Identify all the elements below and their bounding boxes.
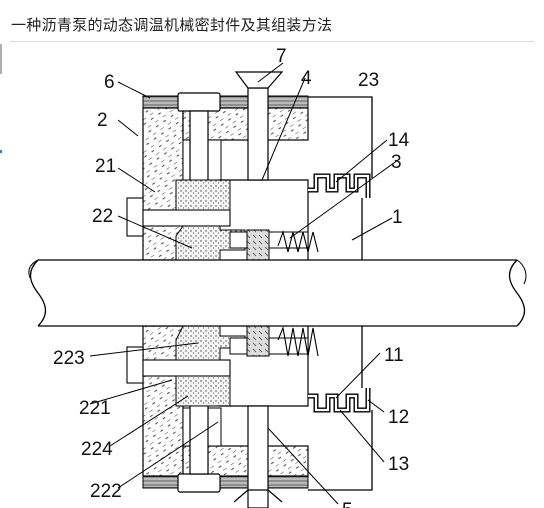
funnel-7 xyxy=(233,71,284,503)
label-2: 2 xyxy=(97,110,108,131)
label-5: 5 xyxy=(342,500,353,508)
label-7: 7 xyxy=(276,46,287,67)
bellows-11 xyxy=(308,173,371,413)
title-divider xyxy=(10,41,534,42)
label-221: 221 xyxy=(79,398,111,419)
bolt-bottom xyxy=(177,389,221,493)
label-222: 222 xyxy=(90,481,122,502)
label-224: 224 xyxy=(81,439,113,460)
label-223: 223 xyxy=(53,348,85,369)
housing-23 xyxy=(308,96,373,491)
label-3: 3 xyxy=(391,152,402,173)
diagram-labels: 7 4 23 6 2 14 21 3 22 1 11 223 221 12 22… xyxy=(53,46,410,508)
label-6: 6 xyxy=(104,72,115,93)
shaft-1 xyxy=(28,259,527,327)
seal-rings-3 xyxy=(246,229,270,357)
label-23: 23 xyxy=(358,70,379,91)
label-1: 1 xyxy=(392,207,403,228)
label-21: 21 xyxy=(95,156,116,177)
bolt-top xyxy=(177,92,221,194)
label-12: 12 xyxy=(388,407,409,428)
leader-lines xyxy=(89,62,399,505)
label-14: 14 xyxy=(388,130,410,151)
label-22: 22 xyxy=(92,206,113,227)
label-13: 13 xyxy=(388,454,409,475)
packing-22 xyxy=(175,179,246,407)
window-edge xyxy=(0,44,2,74)
page-title: 一种沥青泵的动态调温机械密封件及其组装方法 xyxy=(11,16,333,34)
gland-21 xyxy=(126,197,231,384)
label-4: 4 xyxy=(301,68,312,89)
window-edge-accent xyxy=(0,150,2,153)
label-11: 11 xyxy=(384,345,404,366)
springs xyxy=(277,230,319,357)
